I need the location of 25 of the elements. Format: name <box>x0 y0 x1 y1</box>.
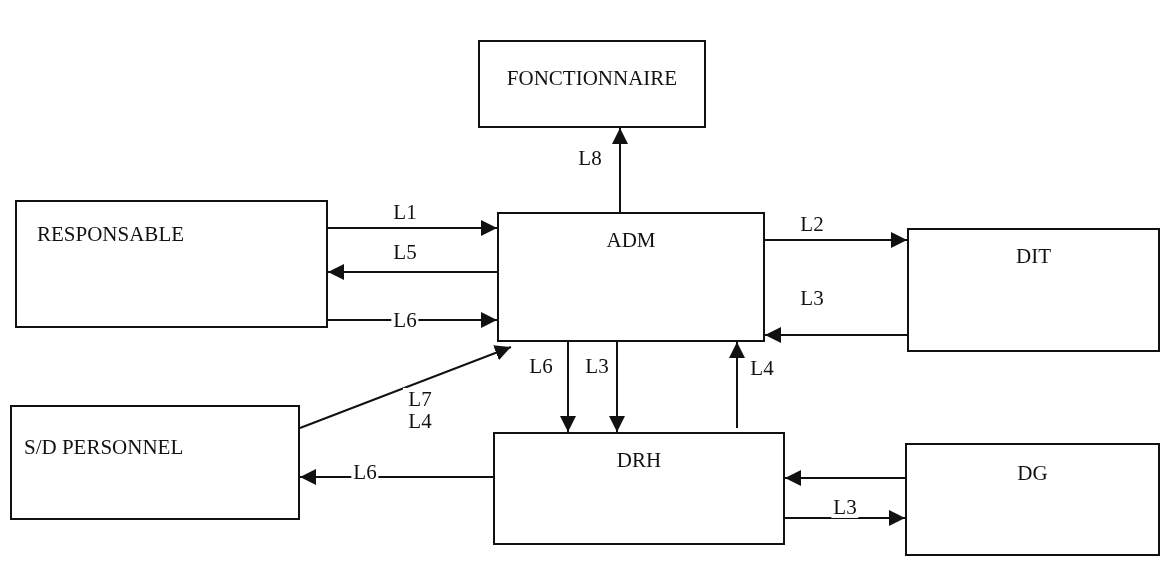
arrow <box>784 470 906 486</box>
process-box <box>15 200 328 328</box>
arrow <box>784 510 906 526</box>
arrow <box>764 232 908 248</box>
box-label: DIT <box>1016 244 1051 269</box>
arrow <box>609 341 625 433</box>
process-box <box>907 228 1160 352</box>
arrow <box>560 341 576 433</box>
arrow <box>299 345 512 429</box>
box-label: FONCTIONNAIRE <box>506 66 678 91</box>
box-label: S/D PERSONNEL <box>24 435 184 460</box>
arrow <box>612 127 628 213</box>
arrow <box>764 327 908 343</box>
process-box <box>478 40 706 128</box>
arrow <box>327 264 498 280</box>
process-box <box>905 443 1160 556</box>
box-label: ADM <box>606 228 656 253</box>
box-label: RESPONSABLE <box>37 222 185 247</box>
process-box <box>493 432 785 545</box>
arrow <box>327 220 498 236</box>
process-box <box>497 212 765 342</box>
box-label: DRH <box>616 448 662 473</box>
box-label: DG <box>1017 461 1048 486</box>
arrow <box>729 341 745 429</box>
process-box <box>10 405 300 520</box>
